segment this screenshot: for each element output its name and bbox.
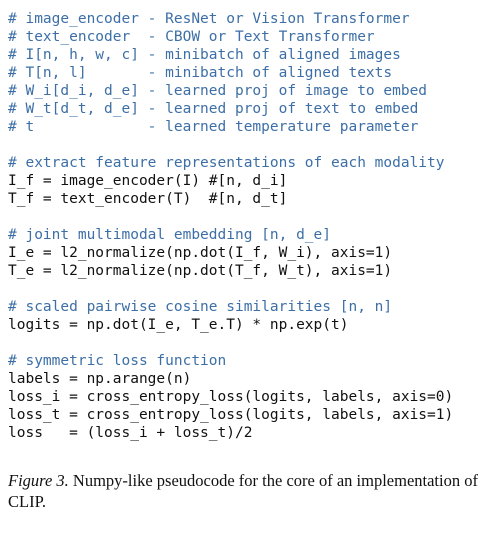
code-line xyxy=(8,136,488,154)
code-line xyxy=(8,280,488,298)
code-line: logits = np.dot(I_e, T_e.T) * np.exp(t) xyxy=(8,317,349,333)
code-line: # T[n, l] - minibatch of aligned texts xyxy=(8,65,393,81)
code-line: loss_t = cross_entropy_loss(logits, labe… xyxy=(8,407,454,423)
code-line: # I[n, h, w, c] - minibatch of aligned i… xyxy=(8,47,401,63)
code-line: loss = (loss_i + loss_t)/2 xyxy=(8,425,253,441)
code-line: # symmetric loss function xyxy=(8,353,227,369)
figure-caption: Figure 3. Numpy-like pseudocode for the … xyxy=(8,470,478,512)
figure-label: Figure 3. xyxy=(8,471,69,490)
code-line: # image_encoder - ResNet or Vision Trans… xyxy=(8,11,410,27)
code-line: # extract feature representations of eac… xyxy=(8,155,445,171)
code-line xyxy=(8,334,488,352)
code-line: T_e = l2_normalize(np.dot(T_f, W_t), axi… xyxy=(8,263,393,279)
code-line: # W_t[d_t, d_e] - learned proj of text t… xyxy=(8,101,419,117)
code-line: I_e = l2_normalize(np.dot(I_f, W_i), axi… xyxy=(8,245,393,261)
code-line: labels = np.arange(n) xyxy=(8,371,192,387)
code-line: # scaled pairwise cosine similarities [n… xyxy=(8,299,393,315)
code-line xyxy=(8,208,488,226)
code-line: # joint multimodal embedding [n, d_e] xyxy=(8,227,332,243)
code-line: # t - learned temperature parameter xyxy=(8,119,419,135)
code-line: I_f = image_encoder(I) #[n, d_i] xyxy=(8,173,288,189)
caption-text: Numpy-like pseudocode for the core of an… xyxy=(8,471,478,511)
code-line: # W_i[d_i, d_e] - learned proj of image … xyxy=(8,83,428,99)
code-line: T_f = text_encoder(T) #[n, d_t] xyxy=(8,191,288,207)
pseudocode-block: # image_encoder - ResNet or Vision Trans… xyxy=(8,10,488,442)
code-line: # text_encoder - CBOW or Text Transforme… xyxy=(8,29,375,45)
code-line: loss_i = cross_entropy_loss(logits, labe… xyxy=(8,389,454,405)
